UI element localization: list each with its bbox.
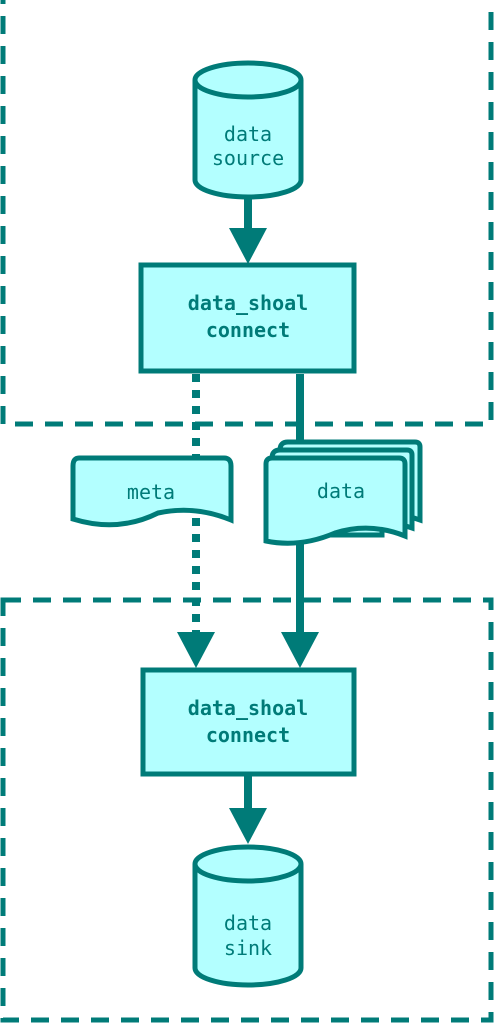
edge-connect-to-sink (229, 776, 267, 844)
data-source-node: data source (192, 60, 304, 200)
connect-box-bottom: data_shoal connect (140, 667, 357, 777)
connect-box-top: data_shoal connect (138, 262, 357, 374)
data-document-stack: data (263, 439, 423, 546)
connect-top-label-1: data_shoal (188, 291, 308, 315)
bottom-group-box (0, 597, 494, 1023)
meta-document: meta (70, 455, 234, 528)
data-source-label-1: data (224, 122, 272, 146)
data-sink-label-2: sink (224, 936, 272, 960)
top-group-box (0, 0, 494, 427)
meta-document-label: meta (127, 480, 175, 504)
edge-source-to-connect (229, 197, 267, 264)
connect-bottom-label-2: connect (206, 723, 290, 747)
data-sink-node: data sink (192, 844, 304, 988)
data-document-label: data (317, 479, 365, 503)
connect-bottom-label-1: data_shoal (188, 696, 308, 720)
data-sink-label-1: data (224, 911, 272, 935)
edge-meta-dotted (177, 374, 215, 668)
connect-top-label-2: connect (206, 318, 290, 342)
data-source-label-2: source (212, 146, 284, 170)
